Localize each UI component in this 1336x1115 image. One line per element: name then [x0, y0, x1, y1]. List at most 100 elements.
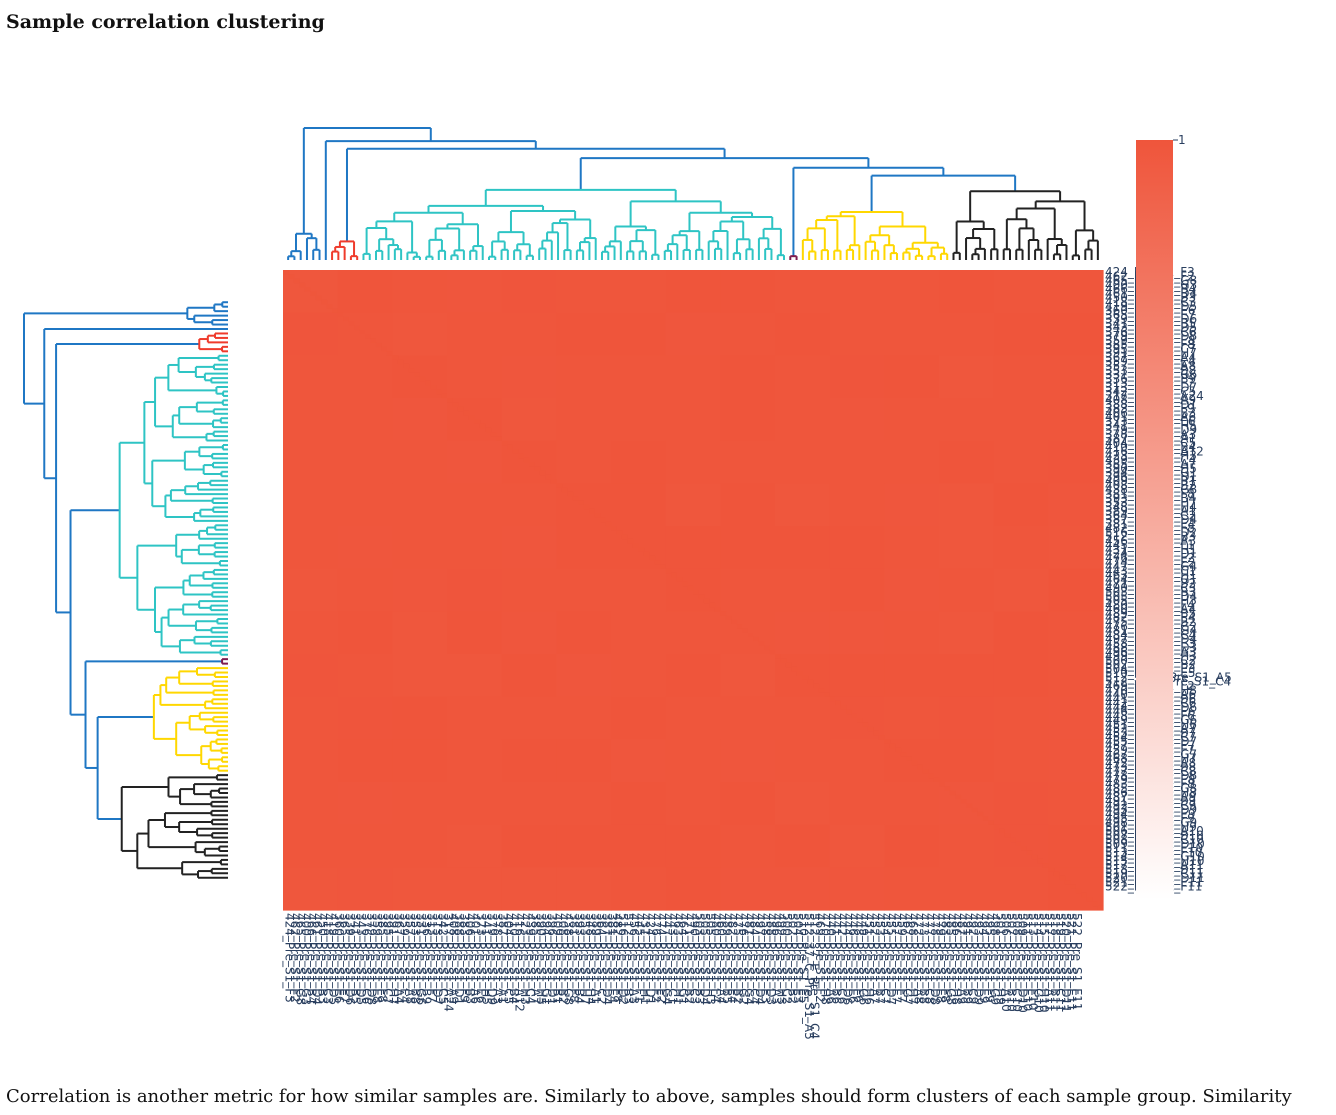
heatmap-diagonal-cell [370, 338, 377, 343]
heatmap-diagonal-cell [840, 705, 847, 710]
x-tick-label: 500_Pre_S1_C2 [780, 913, 794, 1004]
heatmap-diagonal-cell [1097, 905, 1104, 911]
heatmap-diagonal-cell [326, 304, 333, 309]
heatmap-diagonal-cell [507, 444, 513, 450]
x-tick-label: 483_Pre_S1_F8 [939, 913, 953, 1003]
heatmap-diagonal-cell [682, 581, 688, 587]
heatmap-diagonal-cell [485, 427, 492, 433]
heatmap-block [884, 568, 940, 612]
heatmap-block [447, 312, 503, 356]
x-tick-label: 520_Pre_S1_D11 [1059, 913, 1073, 1013]
heatmap-diagonal-cell [764, 645, 770, 651]
x-tick-label: 451_Pre_S1_H6 [862, 913, 876, 1005]
heatmap-block [775, 867, 831, 911]
heatmap-block [392, 739, 448, 783]
x-tick-label: 457_Pre_S1_E7 [890, 913, 904, 1003]
x-tick-label: 454_Pre_S1_C7 [879, 913, 893, 1004]
heatmap-diagonal-cell [332, 308, 338, 313]
heatmap-block [665, 824, 721, 868]
heatmap-diagonal-cell [512, 449, 519, 454]
x-tick-label: 498_Pre_S1_G9 [988, 913, 1002, 1005]
heatmap-block [993, 355, 1049, 399]
heatmap-block [556, 654, 612, 698]
heatmap-diagonal-cell [709, 602, 716, 608]
x-tick-label: 474_Pre_S1_E2 [654, 913, 668, 1003]
x-tick-label: 492_Pre_S1_C9 [966, 913, 980, 1004]
heatmap-block [829, 654, 885, 698]
heatmap-block [993, 312, 1049, 356]
heatmap-block [556, 824, 612, 868]
heatmap-block [337, 440, 393, 484]
heatmap-diagonal-cell [906, 756, 912, 761]
heatmap-diagonal-cell [403, 363, 410, 369]
x-tick-label: 378_Pre_S1_A3 [490, 913, 504, 1004]
heatmap-diagonal-cell [386, 351, 393, 356]
heatmap-block [392, 782, 448, 826]
x-tick-label: 339_Pre_S1_D6 [343, 913, 357, 1005]
heatmap-block [283, 782, 339, 826]
heatmap-diagonal-cell [561, 487, 568, 493]
heatmap-diagonal-cell [1086, 897, 1093, 902]
heatmap-diagonal-cell [1026, 850, 1033, 855]
heatmap-block [392, 824, 448, 868]
heatmap-diagonal-cell [665, 568, 672, 574]
heatmap-block [337, 526, 393, 570]
heatmap-block [665, 440, 721, 484]
x-tick-label: 385_Pre_S1_F8 [376, 913, 390, 1003]
heatmap-block [283, 654, 339, 698]
heatmap-diagonal-cell [1053, 871, 1060, 877]
heatmap-diagonal-cell [720, 611, 727, 616]
colorbar-max-label: 1 [1178, 133, 1186, 147]
heatmap-block [447, 355, 503, 399]
heatmap-diagonal-cell [807, 679, 814, 685]
x-tick-label: 387_Pre_S1_A1 [496, 913, 510, 1004]
heatmap-diagonal-cell [479, 423, 486, 429]
x-tick-label: 503_Pre_S1_B3 [693, 913, 707, 1004]
x-tick-label: 461_Pre_S1_D4 [310, 913, 324, 1005]
heatmap-block [611, 782, 667, 826]
heatmap-block [501, 483, 557, 527]
x-tick-label: 452_Pre_S1_A7 [868, 913, 882, 1004]
heatmap-block [447, 611, 503, 655]
x-tick-label: 381_Pre_S1_F8 [567, 913, 581, 1003]
x-tick-label: 460_Pre_S1_A4 [715, 913, 729, 1004]
heatmap-diagonal-cell [583, 504, 590, 510]
heatmap-block [501, 355, 557, 399]
heatmap-block [337, 867, 393, 911]
heatmap-block [829, 398, 885, 442]
x-tick-label: 494_Pre_S1_E9 [977, 913, 991, 1003]
heatmap-block [720, 696, 776, 740]
heatmap-diagonal-cell [474, 419, 481, 424]
heatmap-block [775, 440, 831, 484]
heatmap-diagonal-cell [813, 683, 820, 689]
heatmap-diagonal-cell [928, 773, 934, 779]
x-tick-label: 416_Pre_S1_A12 [512, 913, 526, 1012]
x-tick-label: 505_Pre_S1_D4 [698, 913, 712, 1005]
heatmap-diagonal-cell [419, 376, 426, 382]
heatmap-diagonal-cell [698, 594, 705, 599]
heatmap-diagonal-cell [283, 270, 289, 275]
x-tick-label: 360_Pre_S1_E6 [332, 913, 346, 1003]
x-tick-label: 458_Pre_S1_E3 [758, 913, 772, 1003]
x-tick-label: 449_Pre_S1_G6 [857, 913, 871, 1005]
heatmap-diagonal-cell [304, 287, 311, 292]
x-tick-label: 508_Pre_S1_C10 [1010, 913, 1024, 1012]
x-tick-label: 490_Pre_S1_C3 [687, 913, 701, 1004]
heatmap-block [392, 696, 448, 740]
heatmap-block [1048, 270, 1104, 314]
heatmap-block [611, 270, 667, 314]
heatmap-diagonal-cell [1015, 841, 1022, 847]
colorbar-gradient [1136, 140, 1173, 900]
x-tick-label: 424_Pre_S1_F3 [283, 913, 297, 1003]
heatmap-block [611, 739, 667, 783]
x-tick-label: 447_Pre_S1_G4 [660, 913, 674, 1005]
heatmap-block [884, 270, 940, 314]
heatmap-diagonal-cell [616, 530, 623, 535]
heatmap-diagonal-cell [703, 598, 710, 604]
heatmap-diagonal-cell [337, 312, 344, 318]
heatmap-diagonal-cell [1042, 863, 1049, 868]
x-tick-label: 478_Pre_S1_D8 [928, 913, 942, 1005]
x-tick-label: 408_Pre_S1_A9 [447, 913, 461, 1004]
x-tick-label: 467_Pre_S1_G7 [900, 913, 914, 1005]
